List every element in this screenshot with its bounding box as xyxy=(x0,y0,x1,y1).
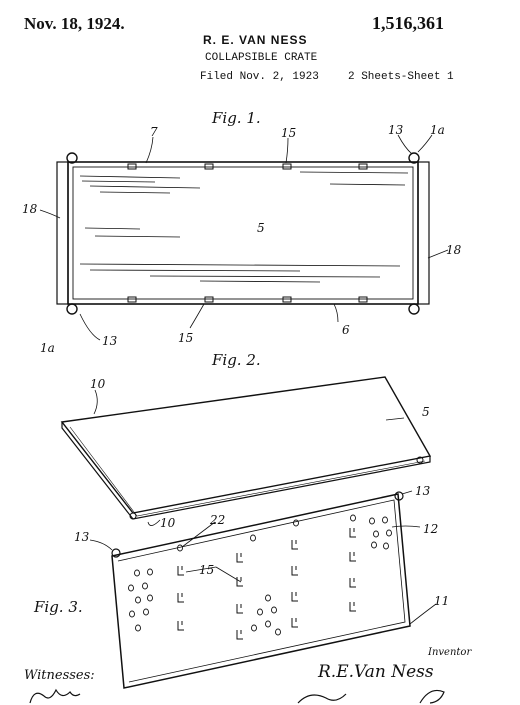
fig3-leaders xyxy=(89,490,437,625)
ref-18-left: 18 xyxy=(22,202,38,216)
fig3-label: Fig. 3. xyxy=(33,598,83,616)
ref-6: 6 xyxy=(342,323,350,337)
inventor-name: R. E. VAN NESS xyxy=(203,33,308,47)
fig2-board-grain xyxy=(69,426,426,517)
fig1-hinge-bottom-left xyxy=(66,303,78,315)
signature-block: Witnesses: Inventor R.E.Van Ness xyxy=(24,647,472,683)
fig1-hinge-top-right xyxy=(408,152,420,164)
ref-18-right: 18 xyxy=(446,243,462,257)
fig1-hinge-top-left xyxy=(66,152,78,164)
fig2-hinge-right xyxy=(416,456,424,464)
fig3-hinge-left xyxy=(111,548,121,558)
ref-10-bottom: 10 xyxy=(160,516,176,530)
fig1-panel-inner xyxy=(72,166,414,300)
figure-2: Fig. 2. 10 5 10 xyxy=(60,351,432,530)
figure-3: Fig. 3. xyxy=(33,484,449,689)
filed-date: Filed Nov. 2, 1923 xyxy=(200,71,319,83)
ref-15-fig3: 15 xyxy=(199,563,214,577)
fig1-label: Fig. 1. xyxy=(211,109,261,127)
fig1-hinge-bottom-right xyxy=(408,303,420,315)
ref-13-fig3-right: 13 xyxy=(415,484,431,498)
patent-number: 1,516,361 xyxy=(372,13,444,33)
inventor-signature: R.E.Van Ness xyxy=(317,662,434,682)
ref-5-fig1: 5 xyxy=(257,221,265,235)
ref-13-bottom: 13 xyxy=(102,334,118,348)
inventor-label: Inventor xyxy=(427,647,472,658)
fig1-bottom-clips xyxy=(127,296,368,303)
ref-1a-bottom: 1a xyxy=(40,341,55,355)
patent-date: Nov. 18, 1924. xyxy=(24,14,125,33)
ref-13-top: 13 xyxy=(388,123,404,137)
sheet-count: 2 Sheets-Sheet 1 xyxy=(348,71,454,83)
ref-5-fig2: 5 xyxy=(422,405,430,419)
fig1-panel-outline xyxy=(67,161,419,305)
fig2-leaders xyxy=(93,389,405,526)
ref-1a-top: 1a xyxy=(430,123,445,137)
fig1-right-end-strip xyxy=(417,161,430,305)
fig1-top-clips xyxy=(127,163,368,170)
fig1-shading xyxy=(79,171,409,283)
ref-13-fig3-left: 13 xyxy=(74,530,90,544)
fig2-label: Fig. 2. xyxy=(211,351,261,369)
fig3-holes xyxy=(128,514,392,636)
fig3-hinge-right xyxy=(394,491,404,501)
fig1-leaders xyxy=(39,134,449,341)
fig2-hinge-left xyxy=(129,512,137,520)
fig3-clips xyxy=(177,528,356,640)
fig3-panel-inner xyxy=(117,499,406,683)
fig2-board-top xyxy=(60,376,432,514)
ref-15-top: 15 xyxy=(281,126,296,140)
figure-1: Fig. 1. xyxy=(22,109,462,355)
ref-10-top: 10 xyxy=(90,377,106,391)
patent-title: COLLAPSIBLE CRATE xyxy=(205,52,318,64)
witness-signature-scribbles xyxy=(29,688,445,704)
fig1-left-end-strip xyxy=(56,161,69,305)
ref-12: 12 xyxy=(423,522,438,536)
ref-15-bottom: 15 xyxy=(178,331,193,345)
ref-7: 7 xyxy=(150,125,158,139)
ref-11: 11 xyxy=(434,594,449,608)
witnesses-label: Witnesses: xyxy=(24,668,95,683)
fig3-panel-outline xyxy=(111,493,411,689)
ref-22: 22 xyxy=(209,513,225,527)
